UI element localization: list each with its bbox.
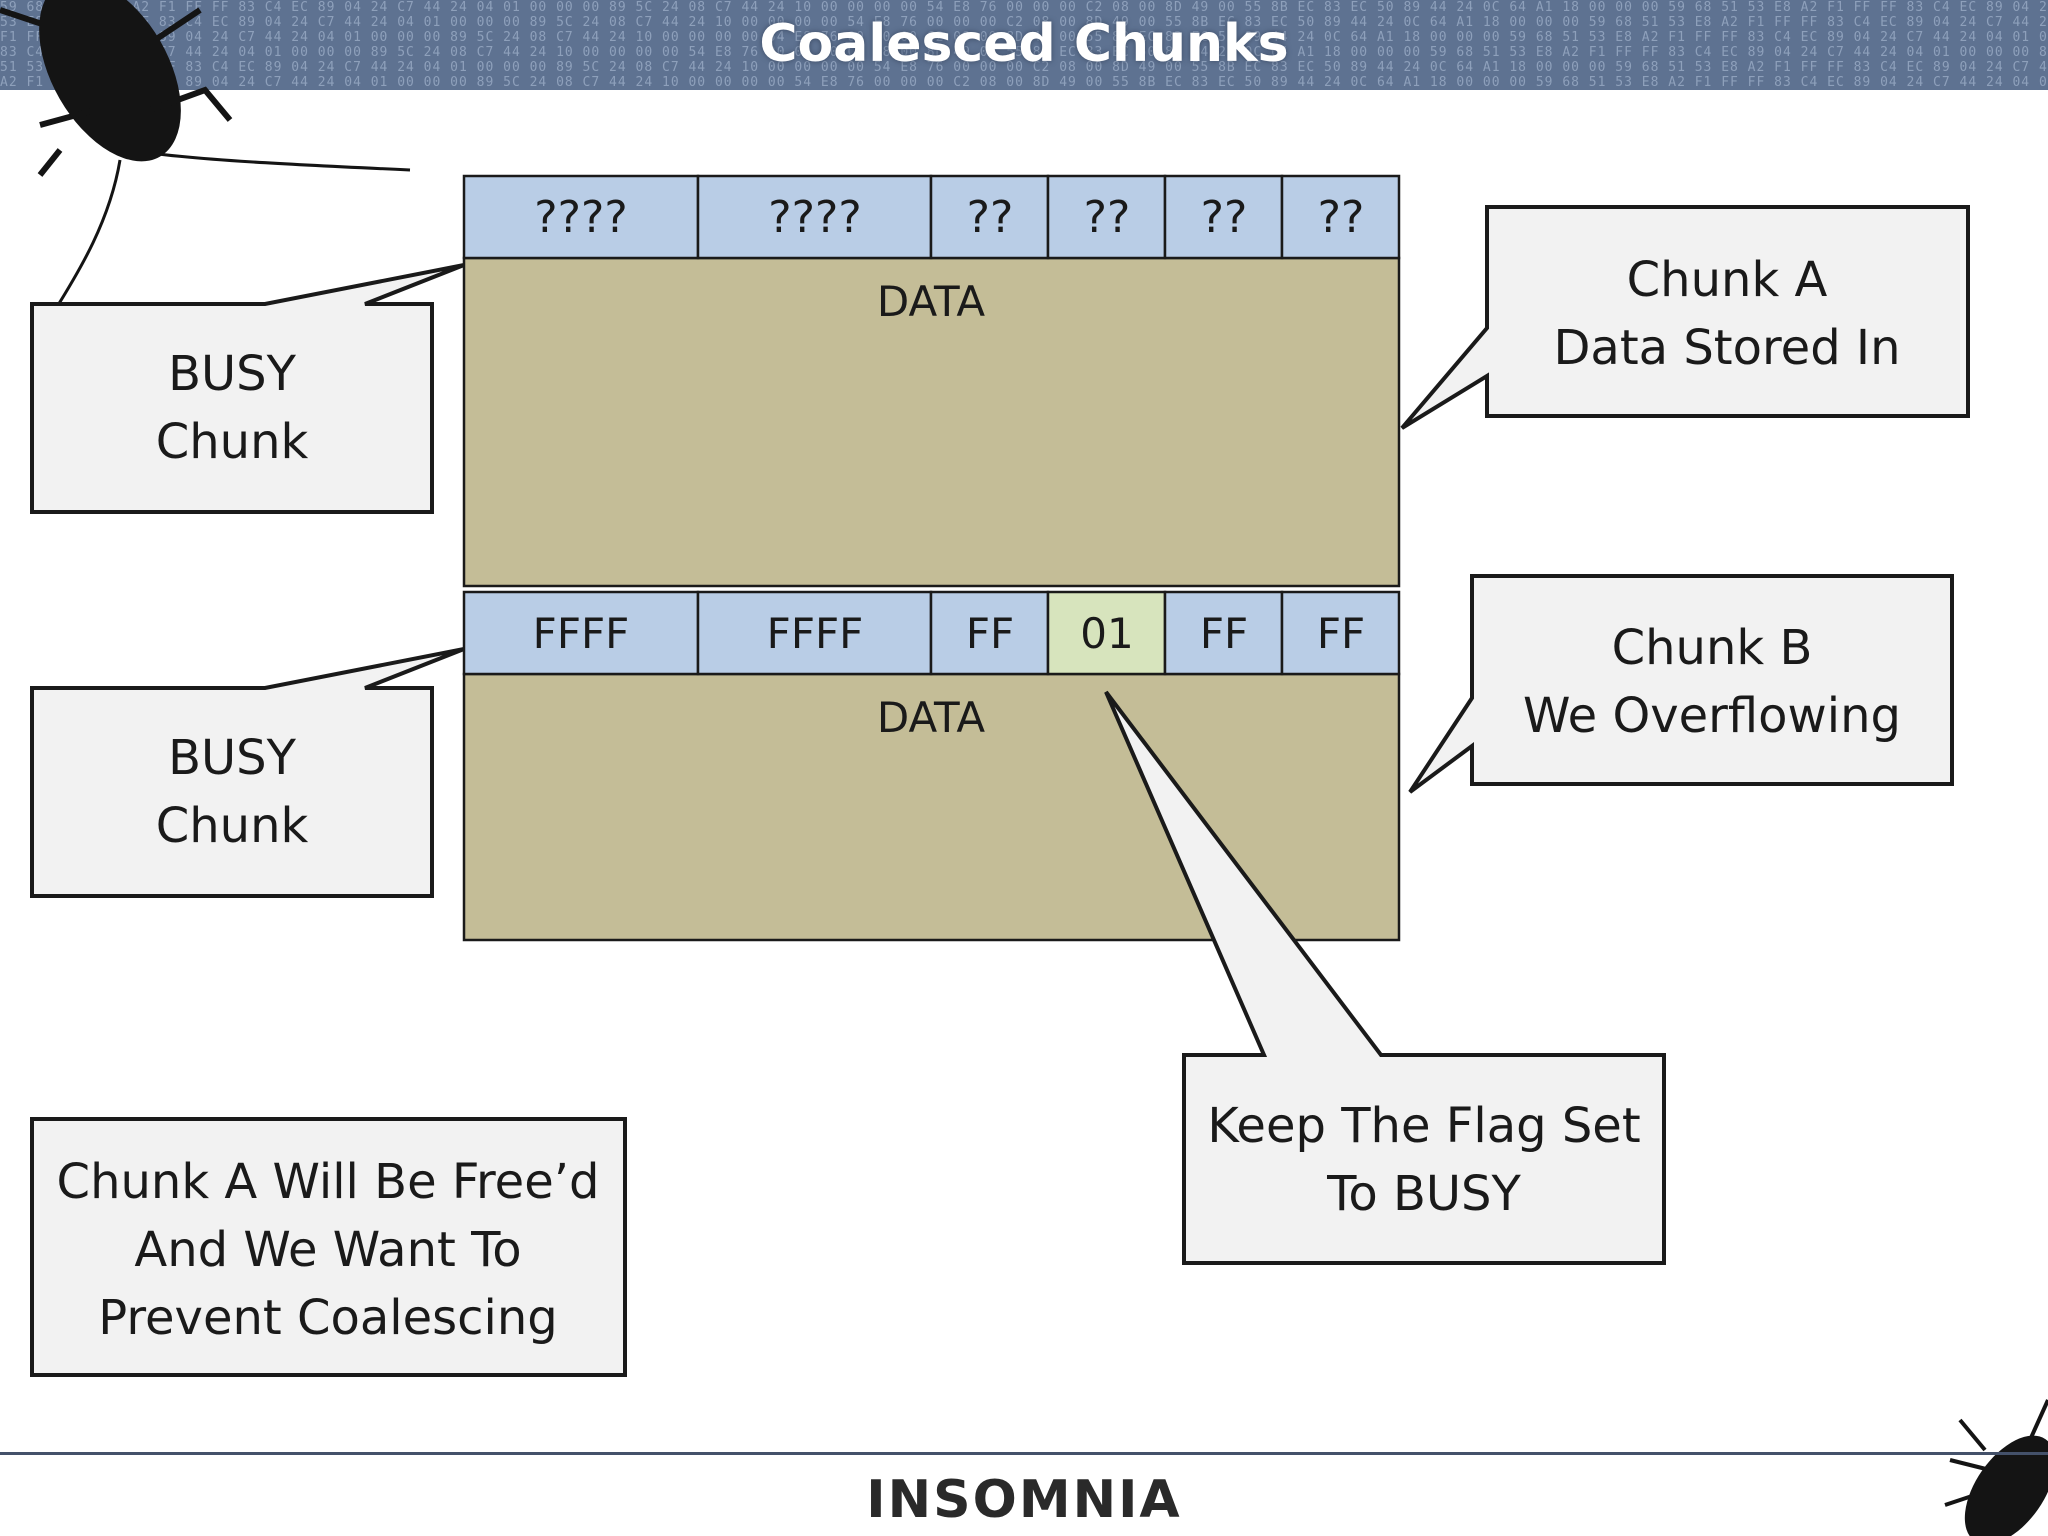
footer-divider (0, 1452, 2048, 1455)
slide-title: Coalesced Chunks (759, 14, 1289, 74)
chunk-b-header-cell (1163, 590, 1284, 676)
callout-busy-chunk-a-line: Chunk (156, 414, 309, 470)
note-prevent-coalescing-line: Prevent Coalescing (98, 1290, 558, 1346)
callout-chunk-b-overflow-line: We Overflowing (1523, 688, 1901, 744)
note-prevent-coalescing: Chunk A Will Be Free’d And We Want To Pr… (30, 1117, 627, 1377)
note-prevent-coalescing-line: Chunk A Will Be Free’d (57, 1154, 600, 1210)
chunk-b-header-cell (696, 590, 933, 676)
chunk-a-header-value: ???? (534, 192, 627, 243)
callout-chunk-b-overflow-line: Chunk B (1612, 620, 1813, 676)
chunk-a-header-cell (929, 174, 1050, 260)
callout-busy-chunk-a: BUSY Chunk (30, 263, 465, 514)
chunk-a-header-value: ?? (1318, 192, 1365, 243)
callout-chunk-a-data-line: Data Stored In (1553, 320, 1900, 376)
chunk-b-header: FFFF FFFF FF 01 FF FF (462, 590, 1401, 676)
chunk-a-header-value: ?? (1084, 192, 1131, 243)
chunk-b-header-value: FFFF (767, 609, 864, 658)
chunk-a-header-cell (462, 174, 700, 260)
note-prevent-coalescing-line: And We Want To (134, 1222, 521, 1278)
chunk-b-data-label: DATA (877, 693, 985, 742)
cockroach-icon-top-left (0, 0, 411, 311)
chunk-a-data-label: DATA (877, 277, 985, 326)
callout-busy-chunk-a-line: BUSY (168, 346, 297, 402)
chunk-b-header-cell (1280, 590, 1401, 676)
chunk-b-header-value: FF (1317, 609, 1365, 658)
chunk-a: ???? ???? ?? ?? ?? ?? DATA (462, 174, 1401, 588)
chunk-b-header-value: FF (966, 609, 1014, 658)
chunk-b-header-value: FFFF (533, 609, 630, 658)
chunk-a-header-cell (696, 174, 933, 260)
chunk-a-header-value: ?? (967, 192, 1014, 243)
chunk-b-header-value: FF (1200, 609, 1248, 658)
chunk-a-header: ???? ???? ?? ?? ?? ?? (462, 174, 1401, 260)
callout-keep-flag-busy-line: Keep The Flag Set (1207, 1098, 1640, 1154)
callout-keep-flag-busy: Keep The Flag Set To BUSY (1104, 690, 1666, 1265)
callout-chunk-b-overflow: Chunk B We Overflowing (1408, 574, 1954, 794)
callout-busy-chunk-b-line: Chunk (156, 798, 309, 854)
callout-chunk-a-data: Chunk A Data Stored In (1400, 205, 1970, 430)
chunk-a-data-area (462, 256, 1401, 588)
chunk-a-header-value: ???? (768, 192, 861, 243)
callout-busy-chunk-b: BUSY Chunk (30, 647, 465, 898)
insomnia-logo: INSOMNIA (866, 1470, 1182, 1530)
chunk-a-header-cell (1280, 174, 1401, 260)
chunk-a-header-value: ?? (1201, 192, 1248, 243)
cockroach-icon-bottom-right (1944, 1399, 2048, 1536)
chunk-b: FFFF FFFF FF 01 FF FF DATA (462, 590, 1401, 942)
chunk-b-flag-cell (1046, 590, 1167, 676)
callout-busy-chunk-b-line: BUSY (168, 730, 297, 786)
chunk-b-header-cell (462, 590, 700, 676)
callout-keep-flag-busy-line: To BUSY (1326, 1166, 1521, 1222)
chunk-a-header-cell (1163, 174, 1284, 260)
chunk-b-flag-value: 01 (1080, 609, 1133, 658)
callout-chunk-a-data-line: Chunk A (1627, 252, 1828, 308)
